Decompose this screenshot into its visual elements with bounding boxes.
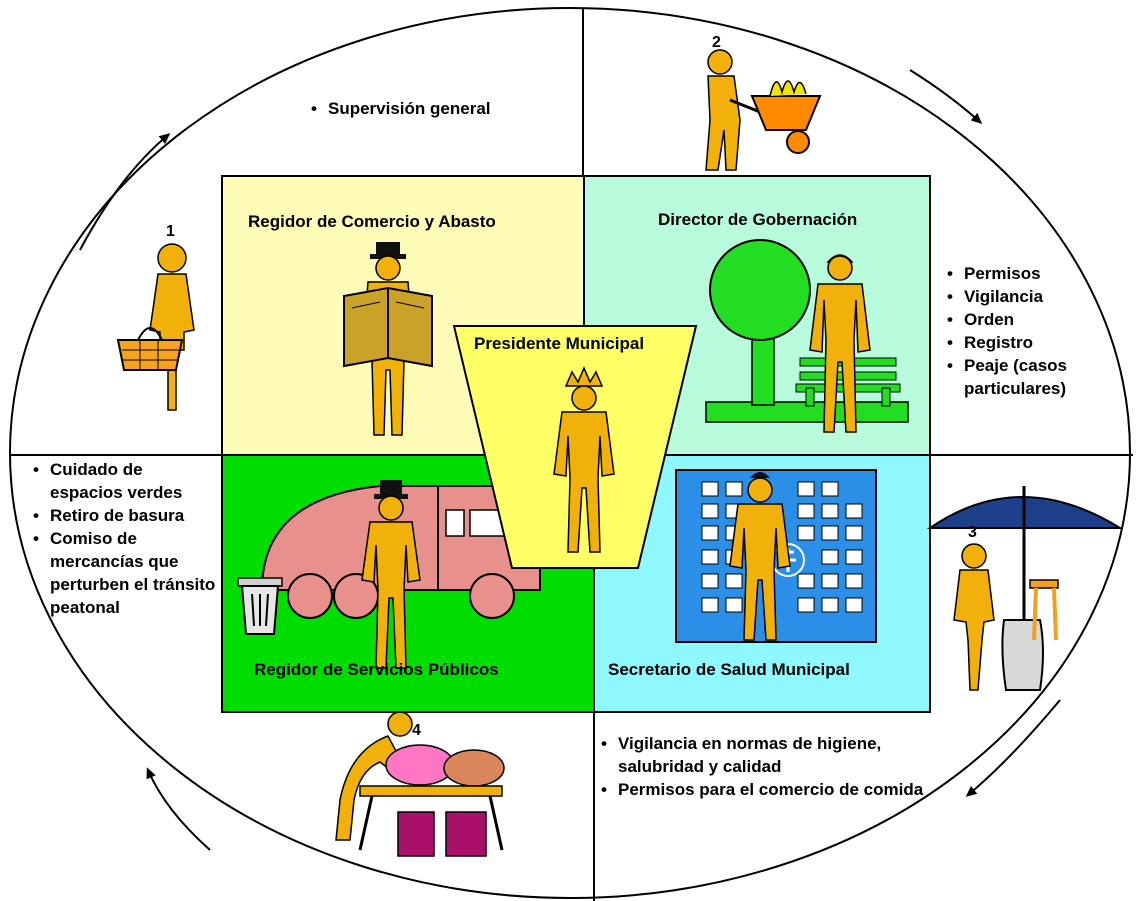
cycle-arrow-bottom-left <box>146 767 211 851</box>
crown-icon <box>564 366 604 387</box>
title-presidente-municipal: Presidente Municipal <box>474 334 645 353</box>
bullets-left: Cuidado de espacios verdes Retiro de bas… <box>30 458 220 619</box>
title-regidor-comercio: Regidor de Comercio y Abasto <box>248 212 496 231</box>
outer-cycle-ellipse <box>9 7 1131 899</box>
title-director-gobernacion: Director de Gobernación <box>658 210 858 229</box>
piggy-bank-icon <box>335 711 505 851</box>
shopping-bag-left <box>397 811 435 857</box>
sanitation-worker-figure <box>361 480 421 669</box>
bullet-item: Vigilancia en normas de higiene, salubri… <box>601 732 948 778</box>
step-number-2: 2 <box>712 34 721 51</box>
title-secretario-salud: Secretario de Salud Municipal <box>608 660 850 679</box>
bullet-item: Orden <box>947 308 1124 331</box>
hospital-building-icon <box>675 469 877 643</box>
wheelbarrow-icon <box>750 80 822 154</box>
health-secretary-figure <box>729 472 791 641</box>
umbrella-stall-icon <box>926 486 1124 691</box>
bullet-item: Permisos para el comercio de comida <box>601 778 948 801</box>
bullet-item: Vigilancia <box>947 285 1124 308</box>
bullets-bottom-right: Vigilancia en normas de higiene, salubri… <box>598 732 948 801</box>
president-figure <box>553 366 615 553</box>
wheelbarrow-worker-figure <box>705 49 822 171</box>
bullets-right: Permisos Vigilancia Orden Registro Peaje… <box>944 262 1124 400</box>
bullet-item: Comiso de mercancías que perturben el tr… <box>33 527 220 619</box>
tree-icon <box>709 239 811 341</box>
cycle-arrow-top-right <box>909 69 983 125</box>
vendor-figure <box>953 543 995 691</box>
bullet-item: Supervisión general <box>311 97 568 120</box>
bullet-item: Registro <box>947 331 1124 354</box>
trash-can-icon <box>237 577 283 635</box>
step-number-3: 3 <box>968 524 977 541</box>
park-scene <box>705 239 909 433</box>
bullet-item: Peaje (casos particulares) <box>947 354 1124 400</box>
book-reader-figure <box>343 242 433 436</box>
bullets-top: Supervisión general <box>308 97 568 120</box>
shopping-basket-icon <box>116 327 184 371</box>
bullet-item: Permisos <box>947 262 1124 285</box>
shopping-person-figure <box>116 243 195 411</box>
title-regidor-servicios: Regidor de Servicios Públicos <box>254 660 499 679</box>
cycle-arrow-top-left <box>79 133 171 251</box>
step-number-1: 1 <box>166 223 175 240</box>
shopping-bag-right <box>445 811 487 857</box>
bullet-item: Cuidado de espacios verdes <box>33 458 220 504</box>
cycle-arrow-bottom-right <box>965 699 1061 797</box>
step-number-4: 4 <box>412 722 421 739</box>
bullet-item: Retiro de basura <box>33 504 220 527</box>
